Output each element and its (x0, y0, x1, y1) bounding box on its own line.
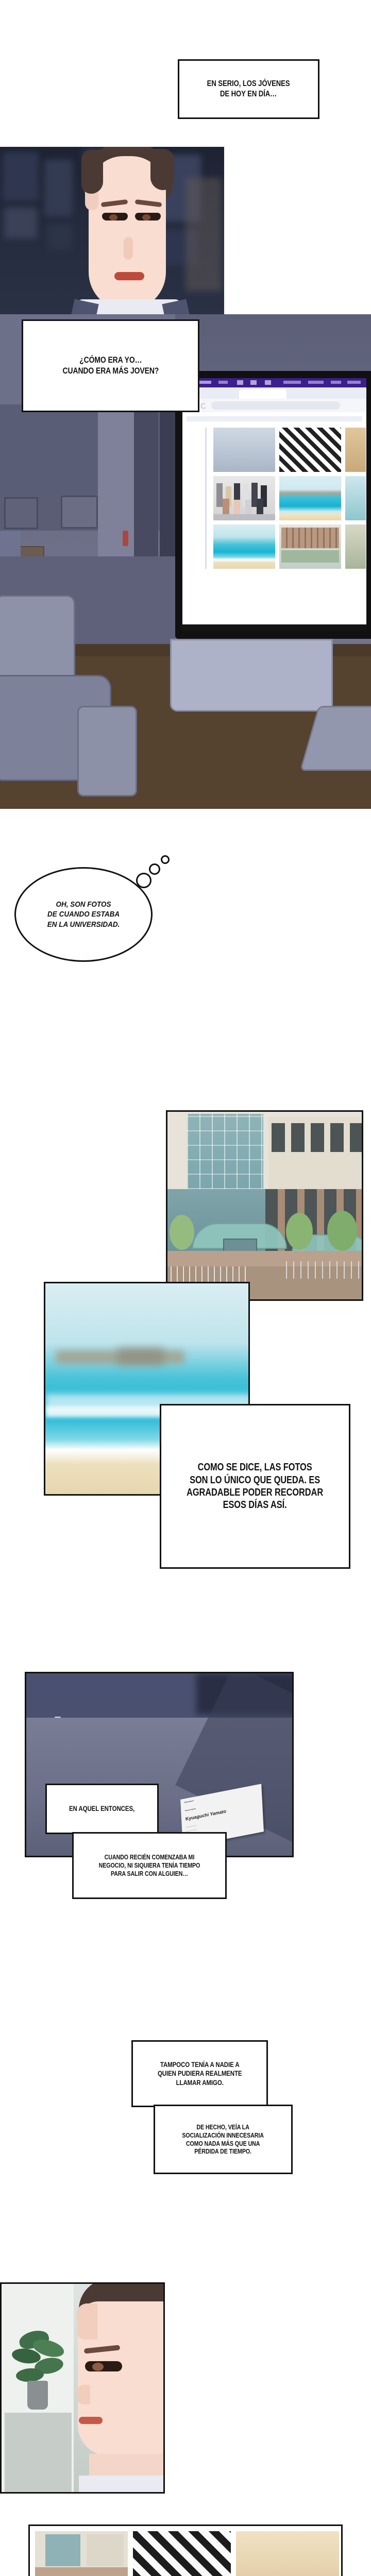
page-scrollbar[interactable] (205, 428, 207, 569)
thought-text: OH, SON FOTOS DE CUANDO ESTABA EN LA UNI… (47, 900, 120, 929)
browser-addressbar[interactable] (182, 399, 366, 412)
caption-en-aquel-entonces: EN AQUEL ENTONCES, (45, 1784, 159, 1834)
caption-como-era-yo: ¿CÓMO ERA YO… CUANDO ERA MÁS JOVEN? (22, 319, 199, 412)
browser-tabstrip (182, 387, 366, 399)
caption-text: ¿CÓMO ERA YO… CUANDO ERA MÁS JOVEN? (62, 355, 159, 376)
caption-text: EN AQUEL ENTONCES, (69, 1804, 135, 1813)
thought-tail-medium (149, 863, 160, 875)
thought-tail-small (161, 855, 170, 864)
panel-office-night (0, 147, 224, 314)
panel-photo-wall (28, 2524, 343, 2576)
computer-monitor (175, 371, 371, 639)
caption-comenzaba-negocio: CUANDO RECIÉN COMENZABA MI NEGOCIO, NI S… (72, 1832, 227, 1899)
caption-text: DE HECHO, VEÍA LA SOCIALIZACIÓN INNECESA… (182, 2123, 264, 2156)
caption-text: TAMPOCO TENÍA A NADIE A QUIEN PUDIERA RE… (157, 2060, 242, 2087)
photo-gallery (182, 412, 366, 624)
caption-jovenes-hoy: EN SERIO, LOS JÓVENES DE HOY EN DÍA… (178, 59, 319, 119)
panel-campus-building (166, 1110, 363, 1301)
caption-como-se-dice: COMO SE DICE, LAS FOTOS SON LO ÚNICO QUE… (160, 1404, 350, 1569)
caption-text: COMO SE DICE, LAS FOTOS SON LO ÚNICO QUE… (187, 1462, 324, 1511)
panel-profile-plant (0, 2282, 165, 2494)
card-role: Representative (185, 1807, 196, 1812)
caption-text: EN SERIO, LOS JÓVENES DE HOY EN DÍA… (207, 79, 290, 98)
card-company: ▮ Kyuaguchi (184, 1799, 194, 1804)
thought-fotos-universidad: OH, SON FOTOS DE CUANDO ESTABA EN LA UNI… (14, 867, 153, 962)
browser-titlebar (182, 378, 366, 387)
caption-socializacion: DE HECHO, VEÍA LA SOCIALIZACIÓN INNECESA… (154, 2105, 293, 2174)
caption-text: CUANDO RECIÉN COMENZABA MI NEGOCIO, NI S… (98, 1853, 200, 1877)
monitor-stand (170, 639, 333, 711)
potted-plant (10, 2328, 66, 2414)
caption-nadie-amigo: TAMPOCO TENÍA A NADIE A QUIEN PUDIERA RE… (131, 2040, 268, 2107)
monitor-screen (182, 378, 366, 624)
panel-desk-card: ▮ Kyuaguchi Representative Kyuaguchi Yam… (25, 1672, 294, 1857)
